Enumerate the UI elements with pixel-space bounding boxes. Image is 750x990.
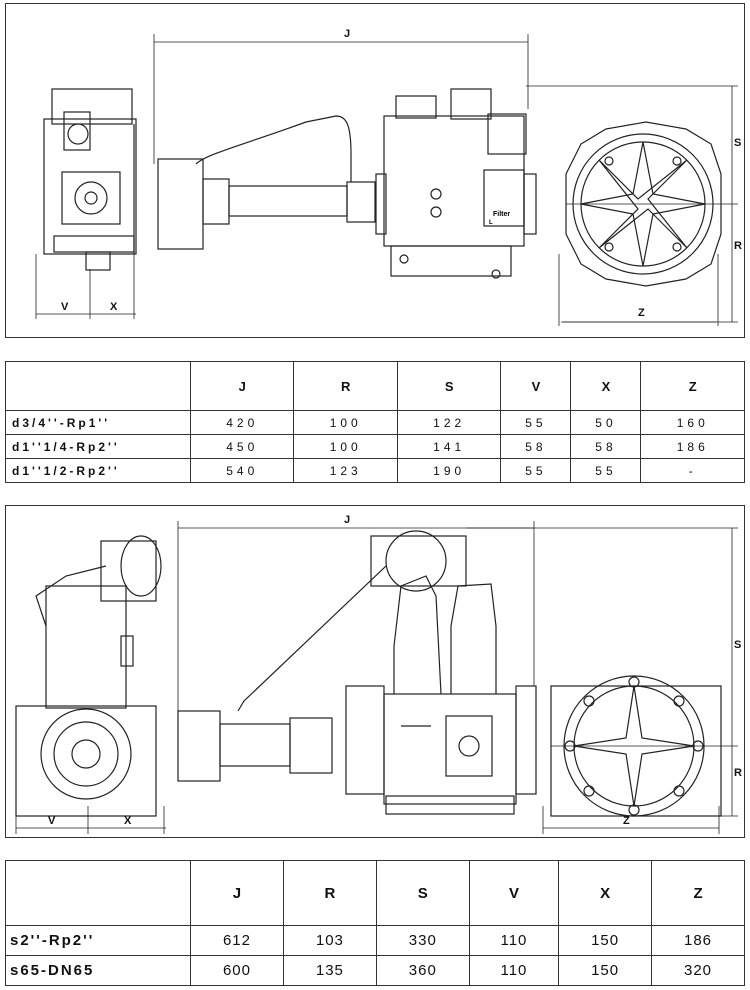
gas-train-drawing-2: J S R Z V X (15, 514, 742, 834)
col-header-z: Z (651, 860, 745, 926)
col-header-x: X (570, 361, 642, 411)
cell-z: 320 (651, 955, 745, 986)
table-row: d1''1/2-Rp2'' 540 123 190 55 55 - (5, 458, 745, 483)
dim-label-r: R (734, 767, 742, 779)
col-header-r: R (293, 361, 398, 411)
row-label: d1''1/4-Rp2'' (5, 434, 191, 459)
cell-z: 186 (640, 434, 745, 459)
dim-label-v: V (61, 301, 69, 313)
cell-r: 100 (293, 410, 398, 435)
cell-r: 123 (293, 458, 398, 483)
col-header-v: V (500, 361, 572, 411)
table-row: s2''-Rp2'' 612 103 330 110 150 186 (5, 925, 745, 956)
col-header-z: Z (640, 361, 745, 411)
dim-label-z: Z (623, 815, 630, 827)
row-label: s2''-Rp2'' (5, 925, 191, 956)
dim-label-v: V (48, 815, 56, 827)
cell-r: 103 (282, 925, 377, 956)
cell-z: 186 (651, 925, 745, 956)
dim-label-s: S (734, 639, 741, 651)
cell-z: 160 (640, 410, 745, 435)
cell-s: 190 (396, 458, 502, 483)
cell-j: 600 (190, 955, 284, 986)
table-header-blank (5, 361, 191, 411)
table-header-row: J R S V X Z (5, 860, 745, 926)
cell-r: 100 (293, 434, 398, 459)
cell-s: 122 (396, 410, 502, 435)
col-header-r: R (282, 860, 377, 926)
dim-label-s: S (734, 137, 741, 149)
row-label: s65-DN65 (5, 955, 191, 986)
burner-adapter (157, 158, 204, 250)
col-header-j: J (190, 860, 284, 926)
table-row: d1''1/4-Rp2'' 450 100 141 58 58 186 (5, 434, 745, 459)
valve-body-side (15, 705, 157, 817)
col-header-v: V (468, 860, 560, 926)
col-header-x: X (558, 860, 653, 926)
col-header-s: S (375, 860, 470, 926)
cell-v: 55 (500, 458, 572, 483)
cell-v: 58 (500, 434, 572, 459)
cell-j: 420 (189, 410, 295, 435)
row-label: d1''1/2-Rp2'' (5, 458, 191, 483)
cell-x: 150 (558, 955, 653, 986)
dim-label-r: R (734, 240, 742, 252)
cell-j: 612 (190, 925, 284, 956)
table-row: s65-DN65 600 135 360 110 150 320 (5, 955, 745, 986)
diagram-bottom: J S R Z V X (5, 505, 745, 838)
table-header-row: J R S V X Z (5, 361, 745, 411)
l-plate-text: L (489, 220, 493, 226)
row-label: d3/4''-Rp1'' (5, 410, 191, 435)
cell-x: 55 (570, 458, 642, 483)
col-header-s: S (396, 361, 502, 411)
cell-x: 58 (570, 434, 642, 459)
cell-v: 110 (468, 925, 560, 956)
dimension-table-1: J R S V X Z d3/4''-Rp1'' 420 100 122 55 … (5, 361, 745, 483)
dimension-table-2: J R S V X Z s2''-Rp2'' 612 103 330 110 1… (5, 860, 745, 986)
cell-r: 135 (282, 955, 377, 986)
filter-plate-text: Filter (493, 211, 510, 218)
valve-flange-left (345, 685, 385, 795)
cell-j: 540 (189, 458, 295, 483)
dim-label-x: X (110, 301, 118, 313)
table-row: d3/4''-Rp1'' 420 100 122 55 50 160 (5, 410, 745, 435)
gas-train-drawing-1: J S R Z V X Filter L (35, 28, 742, 326)
cell-v: 55 (500, 410, 572, 435)
cell-v: 110 (468, 955, 560, 986)
col-header-j: J (189, 361, 295, 411)
diagram-top: J S R Z V X Filter L (5, 3, 745, 338)
cell-x: 150 (558, 925, 653, 956)
cell-x: 50 (570, 410, 642, 435)
cell-s: 330 (375, 925, 470, 956)
dim-label-z: Z (638, 307, 645, 319)
table-header-blank (5, 860, 191, 926)
burner-adapter (177, 710, 221, 782)
flange-front (565, 121, 722, 287)
cell-s: 360 (375, 955, 470, 986)
dim-label-j: J (344, 28, 350, 40)
cell-j: 450 (189, 434, 295, 459)
valve-flange-right (515, 685, 537, 795)
cell-z: - (640, 458, 745, 483)
cell-s: 141 (396, 434, 502, 459)
dim-label-x: X (124, 815, 132, 827)
dim-label-j: J (344, 514, 350, 526)
